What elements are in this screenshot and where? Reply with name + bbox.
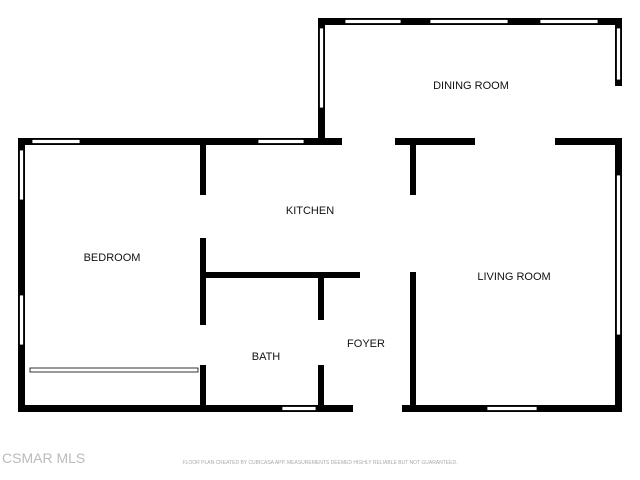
watermark: CSMAR MLS [2, 450, 86, 466]
window [344, 19, 402, 24]
room-label-dining: DINING ROOM [433, 80, 509, 92]
windows [19, 19, 621, 411]
window [429, 19, 509, 24]
window [539, 19, 599, 24]
window [19, 294, 24, 346]
window [319, 27, 324, 109]
window [486, 406, 538, 411]
room-label-kitchen: KITCHEN [286, 205, 334, 217]
closet-line [29, 367, 199, 373]
window [31, 139, 81, 144]
window [257, 139, 305, 144]
window [616, 174, 621, 336]
disclaimer: FLOOR PLAN CREATED BY CUBICASA APP. MEAS… [182, 460, 458, 466]
room-label-living: LIVING ROOM [477, 271, 550, 283]
room-label-bedroom: BEDROOM [84, 252, 141, 264]
room-label-bath: BATH [252, 351, 281, 363]
window [281, 406, 317, 411]
window [616, 27, 621, 81]
room-label-foyer: FOYER [347, 338, 385, 350]
window [19, 149, 24, 201]
